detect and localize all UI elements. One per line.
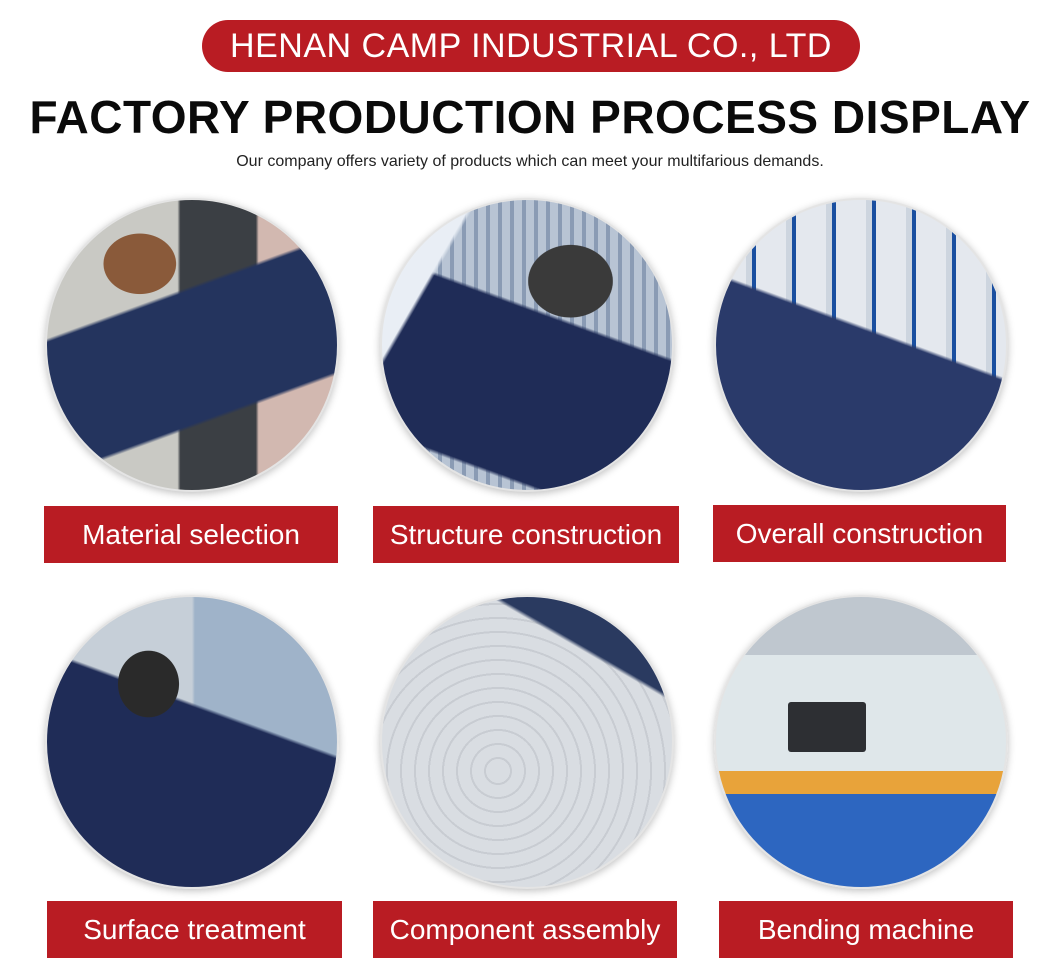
step-label-text: Structure construction [389, 518, 663, 550]
step-label-material-selection: Material selection [44, 506, 338, 563]
step-image-structure-construction [380, 198, 674, 492]
step-label-component-assembly: Component assembly [373, 901, 677, 958]
step-image-overall-construction [714, 198, 1008, 492]
step-label-text: Overall construction [735, 517, 984, 549]
page-title: FACTORY PRODUCTION PROCESS DISPLAY [29, 91, 1031, 143]
company-name-banner: HENAN CAMP INDUSTRIAL CO., LTD [202, 20, 860, 72]
step-label-overall-construction: Overall construction [713, 505, 1006, 562]
step-label-structure-construction: Structure construction [373, 506, 679, 563]
company-name: HENAN CAMP INDUSTRIAL CO., LTD [230, 26, 832, 65]
step-image-material-selection [45, 198, 339, 492]
step-label-text: Component assembly [389, 913, 661, 945]
step-label-text: Bending machine [757, 913, 975, 945]
step-image-component-assembly [380, 595, 674, 889]
machine-control-panel [788, 702, 866, 752]
step-label-surface-treatment: Surface treatment [47, 901, 342, 958]
step-image-bending-machine [714, 595, 1008, 889]
step-image-surface-treatment [45, 595, 339, 889]
step-label-text: Material selection [82, 518, 300, 550]
step-label-text: Surface treatment [83, 913, 306, 945]
page-subtitle: Our company offers variety of products w… [236, 153, 824, 170]
step-label-bending-machine: Bending machine [719, 901, 1013, 958]
